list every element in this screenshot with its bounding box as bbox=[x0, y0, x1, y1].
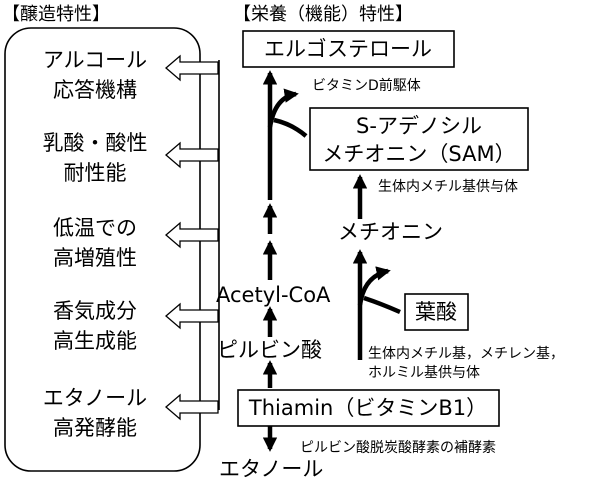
sam-branch-curve bbox=[273, 117, 308, 138]
trait-acid-tolerance-line2: 耐性能 bbox=[64, 161, 127, 185]
arrow-folate-branch bbox=[357, 266, 391, 306]
thiamin-label: Thiamin（ビタミンB1） bbox=[248, 396, 487, 420]
folate-branch-curve bbox=[363, 295, 401, 315]
brewing-traits-panel bbox=[4, 27, 201, 472]
trait-aroma-production-line1: 香気成分 bbox=[53, 299, 137, 323]
trait-acid-tolerance-line1: 乳酸・酸性 bbox=[43, 131, 148, 155]
hollow-left-arrow-icon bbox=[165, 141, 219, 169]
trait-ethanol-fermentation-line2: 高発酵能 bbox=[53, 416, 137, 440]
sam-label-line2: メチオニン（SAM） bbox=[322, 142, 515, 166]
trait-aroma-production-line2: 高生成能 bbox=[53, 329, 137, 353]
trait-alcohol-response-line1: アルコール bbox=[43, 48, 147, 72]
pyruvate-label: ピルビン酸 bbox=[217, 338, 322, 362]
ergosterol-box bbox=[242, 30, 455, 68]
nutrition-header: 【栄養（機能）特性】 bbox=[233, 4, 413, 25]
note-folate-donor-line1: 生体内メチル基，メチレン基， bbox=[368, 345, 564, 362]
trait-alcohol-response-line2: 応答機構 bbox=[53, 78, 137, 102]
arrow-branch-vitamin-d bbox=[267, 88, 299, 128]
trait-ethanol-fermentation-line1: エタノール bbox=[43, 386, 147, 410]
brewing-header: 【醸造特性】 bbox=[2, 4, 110, 25]
ethanol-label: エタノール bbox=[219, 457, 323, 481]
hollow-left-arrow-icon bbox=[165, 221, 219, 249]
hollow-left-arrow-icon bbox=[165, 302, 219, 330]
acetyl-coa-label: Acetyl-CoA bbox=[216, 283, 331, 307]
hollow-left-arrow-icon bbox=[165, 393, 219, 421]
folate-box bbox=[404, 293, 469, 331]
folate-label: 葉酸 bbox=[415, 300, 457, 324]
sam-label-line1: S-アデノシル bbox=[356, 114, 482, 138]
note-folate-donor-line2: ホルミル基供与体 bbox=[368, 364, 480, 381]
methionine-label: メチオニン bbox=[338, 220, 443, 244]
hollow-left-arrow-icon bbox=[165, 54, 219, 82]
ergosterol-label: エルゴステロール bbox=[264, 37, 432, 61]
note-coenzyme: ピルビン酸脱炭酸酵素の補酵素 bbox=[300, 440, 496, 456]
note-methyl-donor: 生体内メチル基供与体 bbox=[378, 178, 518, 195]
sam-box bbox=[309, 107, 529, 171]
trait-low-temp-growth-line2: 高増殖性 bbox=[53, 246, 137, 270]
thiamin-box bbox=[237, 389, 500, 427]
trait-low-temp-growth-line1: 低温での bbox=[53, 216, 137, 240]
note-vitamin-d-precursor: ビタミンD前駆体 bbox=[312, 77, 421, 94]
